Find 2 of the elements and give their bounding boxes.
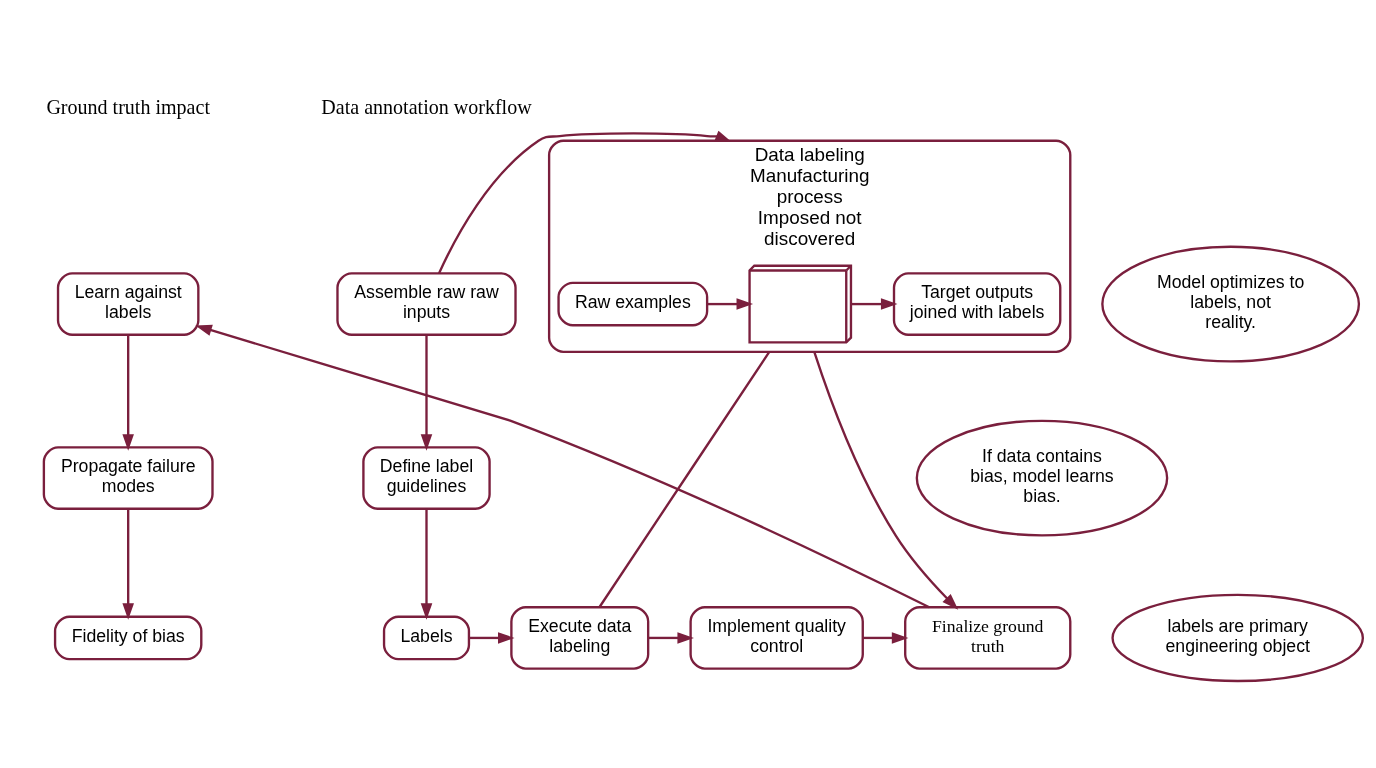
label: Ground truth impact	[46, 95, 210, 118]
label: Data annotation workflow	[321, 95, 532, 118]
